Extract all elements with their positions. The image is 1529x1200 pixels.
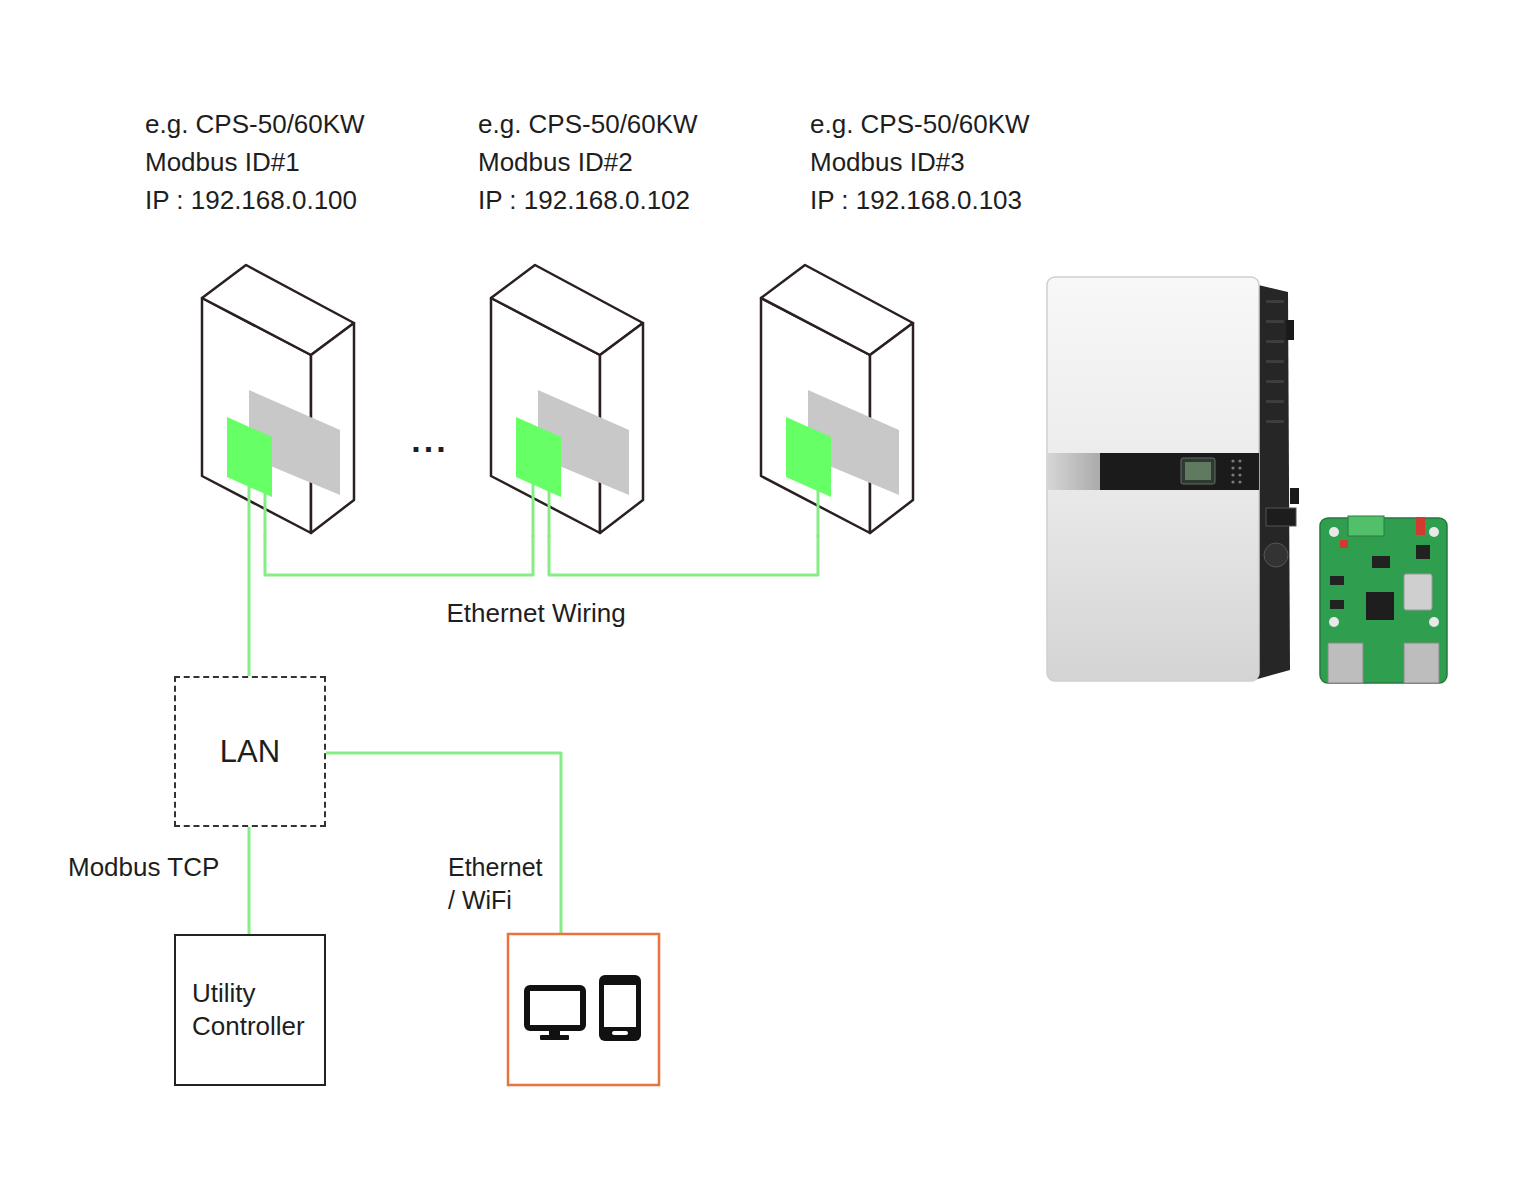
devices-box bbox=[508, 934, 659, 1085]
inverter-display-band bbox=[1100, 453, 1259, 490]
inverter-node: e.g. CPS-50/60KWModbus ID#1IP : 192.168.… bbox=[145, 105, 405, 535]
controller-box: Utility Controller bbox=[174, 934, 326, 1086]
heatsink-fin bbox=[1266, 320, 1284, 323]
heatsink-fin bbox=[1266, 420, 1284, 423]
inverter-screen bbox=[1181, 458, 1215, 484]
connector-label: Modbus TCP bbox=[68, 851, 219, 883]
pcb-chip bbox=[1330, 576, 1344, 585]
ethernet-connector bbox=[248, 535, 251, 676]
pcb-terminal bbox=[1348, 516, 1384, 536]
inverter-illustration bbox=[1047, 277, 1299, 681]
comm-module bbox=[786, 417, 831, 497]
inverter-caption: IP : 192.168.0.102 bbox=[478, 181, 738, 219]
ethernet-stub bbox=[264, 492, 267, 537]
pcb-switch bbox=[1340, 540, 1348, 548]
heatsink-fin bbox=[1266, 400, 1284, 403]
inverter-caption: Modbus ID#3 bbox=[810, 143, 1070, 181]
ethernet-wire bbox=[326, 753, 561, 934]
phone-button bbox=[612, 1031, 628, 1035]
pcb-board bbox=[1320, 518, 1447, 683]
lan-box: LAN bbox=[174, 676, 326, 827]
pcb-chip bbox=[1416, 545, 1430, 559]
inverter-outline bbox=[761, 265, 921, 537]
inverter-band bbox=[1047, 453, 1102, 490]
ellipsis-mark: ... bbox=[398, 420, 462, 460]
inverter-node: e.g. CPS-50/60KWModbus ID#3IP : 192.168.… bbox=[810, 105, 1070, 535]
heatsink-fin bbox=[1266, 360, 1284, 363]
box-label: Utility Controller bbox=[192, 977, 318, 1043]
rj45-jack bbox=[1404, 643, 1439, 683]
ethernet-stub bbox=[248, 485, 251, 537]
heatsink-fin bbox=[1266, 300, 1284, 303]
inverter-caption: e.g. CPS-50/60KW bbox=[145, 105, 405, 143]
inverter-outline bbox=[491, 265, 651, 537]
phone-screen bbox=[604, 985, 636, 1027]
cable-gland bbox=[1264, 543, 1288, 567]
status-led bbox=[1231, 459, 1234, 462]
status-led bbox=[1238, 480, 1241, 483]
ethernet-connector bbox=[248, 827, 251, 934]
inverter-caption: IP : 192.168.0.103 bbox=[810, 181, 1070, 219]
inverter-node: e.g. CPS-50/60KWModbus ID#2IP : 192.168.… bbox=[478, 105, 738, 535]
status-led bbox=[1231, 473, 1234, 476]
mounting-hole bbox=[1329, 527, 1339, 537]
phone-icon bbox=[599, 975, 641, 1041]
pcb-chip bbox=[1366, 592, 1394, 620]
status-led bbox=[1238, 459, 1241, 462]
status-led bbox=[1238, 473, 1241, 476]
side-bracket bbox=[1290, 488, 1299, 504]
mounting-hole bbox=[1429, 527, 1439, 537]
pcb-chip bbox=[1330, 600, 1344, 609]
side-connector bbox=[1266, 508, 1296, 526]
inverter-body bbox=[1047, 277, 1259, 681]
inverter-caption: e.g. CPS-50/60KW bbox=[810, 105, 1070, 143]
inverter-screen-glass bbox=[1185, 462, 1211, 480]
heatsink-fin bbox=[1266, 340, 1284, 343]
comm-module bbox=[227, 417, 272, 497]
mounting-hole bbox=[1329, 617, 1339, 627]
monitor-base bbox=[540, 1035, 569, 1040]
rj45-jack bbox=[1328, 643, 1363, 683]
inverter-caption: e.g. CPS-50/60KW bbox=[478, 105, 738, 143]
status-led bbox=[1231, 466, 1234, 469]
status-led bbox=[1231, 480, 1234, 483]
ethernet-stub bbox=[532, 483, 535, 537]
pcb-chip bbox=[1372, 556, 1390, 568]
monitor-icon bbox=[527, 988, 583, 1028]
inverter-caption: Modbus ID#1 bbox=[145, 143, 405, 181]
ethernet-stub bbox=[817, 489, 820, 537]
pcb-illustration bbox=[1320, 516, 1447, 683]
ethernet-connector bbox=[265, 535, 533, 575]
wiring-label: Ethernet Wiring bbox=[430, 597, 642, 629]
inverter-caption: Modbus ID#2 bbox=[478, 143, 738, 181]
ethernet-stub bbox=[548, 490, 551, 537]
ethernet-connector bbox=[549, 535, 818, 575]
pcb-switch bbox=[1416, 517, 1425, 535]
comm-module bbox=[516, 417, 561, 497]
side-bracket bbox=[1286, 320, 1294, 340]
client-devices bbox=[508, 934, 659, 1085]
status-led bbox=[1238, 466, 1241, 469]
inverter-outline bbox=[202, 265, 362, 537]
box-label: LAN bbox=[220, 734, 280, 770]
wifi-module bbox=[1404, 574, 1432, 610]
heatsink-fin bbox=[1266, 380, 1284, 383]
mounting-hole bbox=[1429, 617, 1439, 627]
inverter-caption: IP : 192.168.0.100 bbox=[145, 181, 405, 219]
network-label: Ethernet / WiFi bbox=[448, 851, 552, 917]
